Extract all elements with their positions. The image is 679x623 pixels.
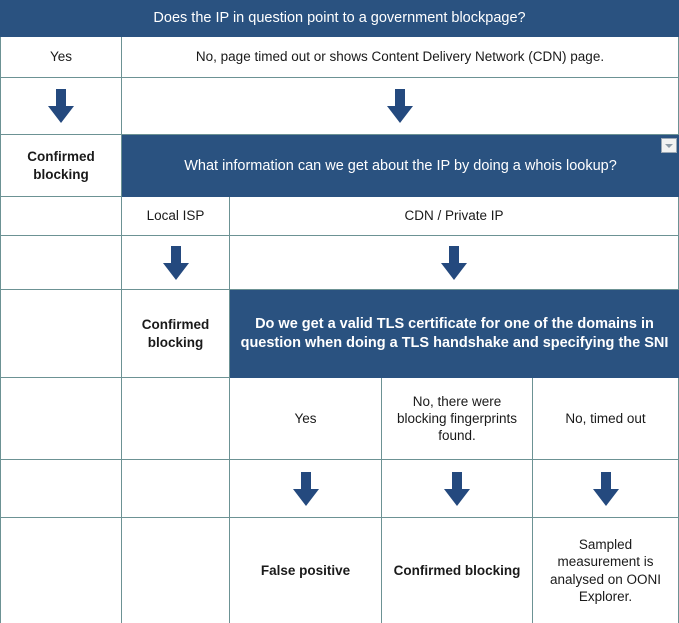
level2-outcome-confirmed-blocking: Confirmed blocking xyxy=(122,290,230,378)
level1-answer-yes-cell: Yes xyxy=(0,37,122,78)
level3-outcome-false-positive: False positive xyxy=(230,518,382,623)
level3-outcome-confirmed-blocking: Confirmed blocking xyxy=(382,518,533,623)
level2-spacer-left-arrows xyxy=(0,236,122,290)
level3-outcome-sampled-measurement: Sampled measurement is analysed on OONI … xyxy=(533,518,679,623)
filter-dropdown-button[interactable] xyxy=(661,138,677,153)
level3-arrows-spacer-left xyxy=(0,460,122,518)
level2-local-isp-arrow-cell xyxy=(122,236,230,290)
level2-answer-cdn-cell: CDN / Private IP xyxy=(230,197,679,236)
level3-outcomes-spacer-isp xyxy=(122,518,230,623)
down-arrow-icon xyxy=(444,471,470,506)
chevron-down-icon xyxy=(665,143,673,148)
level3-question-banner: Do we get a valid TLS certificate for on… xyxy=(230,290,679,378)
level3-answer-yes-cell: Yes xyxy=(230,378,382,460)
level3-answer-timed-out-cell: No, timed out xyxy=(533,378,679,460)
down-arrow-icon xyxy=(592,471,619,506)
down-arrow-icon xyxy=(292,471,319,506)
level3-answers-spacer-left xyxy=(0,378,122,460)
level2-answer-local-isp-cell: Local ISP xyxy=(122,197,230,236)
level1-question-banner: Does the IP in question point to a gover… xyxy=(0,0,679,37)
level3-outcomes-spacer-left xyxy=(0,518,122,623)
down-arrow-icon xyxy=(387,89,413,123)
level3-spacer-left xyxy=(0,290,122,378)
level3-yes-arrow-cell xyxy=(230,460,382,518)
level3-fingerprints-arrow-cell xyxy=(382,460,533,518)
level1-no-arrow-cell xyxy=(122,78,679,135)
level1-outcome-confirmed-blocking: Confirmed blocking xyxy=(0,135,122,197)
level3-arrows-spacer-isp xyxy=(122,460,230,518)
level3-answer-fingerprints-cell: No, there were blocking fingerprints fou… xyxy=(382,378,533,460)
down-arrow-icon xyxy=(162,245,189,280)
level2-question-banner: What information can we get about the IP… xyxy=(122,135,679,197)
level3-answers-spacer-isp xyxy=(122,378,230,460)
level1-yes-arrow-cell xyxy=(0,78,122,135)
level3-timed-out-arrow-cell xyxy=(533,460,679,518)
down-arrow-icon xyxy=(48,89,74,123)
down-arrow-icon xyxy=(441,245,467,280)
level2-cdn-arrow-cell xyxy=(230,236,679,290)
level1-answer-no-cell: No, page timed out or shows Content Deli… xyxy=(122,37,679,78)
level2-spacer-left xyxy=(0,197,122,236)
